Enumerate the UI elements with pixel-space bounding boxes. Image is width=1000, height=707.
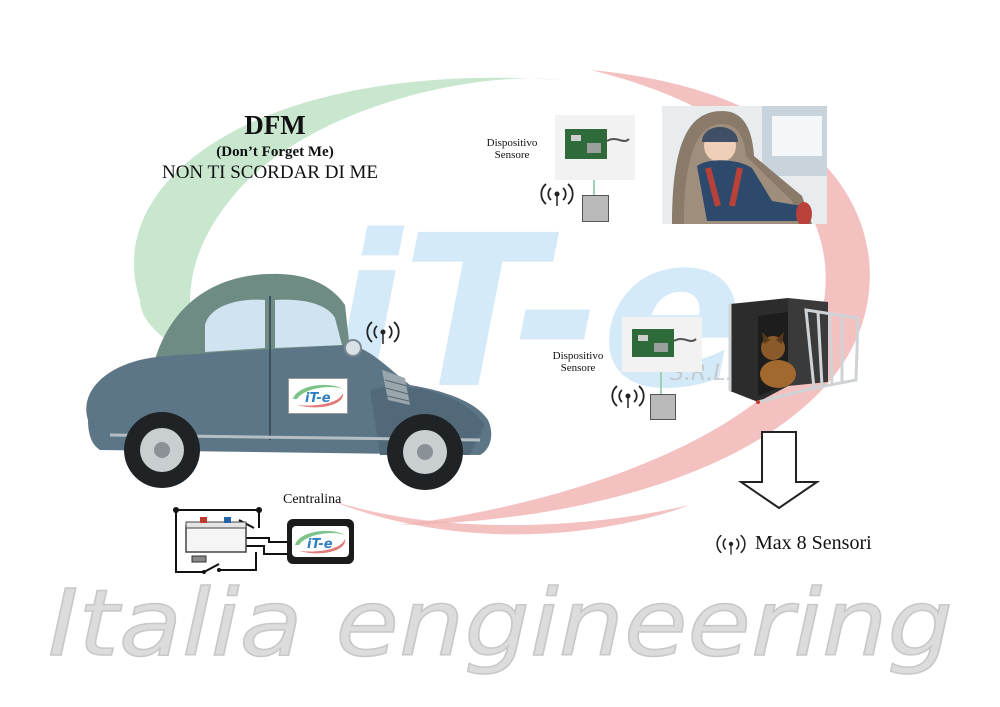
- car-window-front: [275, 299, 342, 348]
- sensor-1-label-line2: Sensore: [494, 149, 530, 161]
- dog-crate-photo: [728, 298, 860, 404]
- sensor-1-label: Dispositivo Sensore: [472, 137, 552, 161]
- car-window-rear: [205, 299, 265, 352]
- control-unit-label: Centralina: [283, 492, 342, 507]
- diagram-tagline: NON TI SCORDAR DI ME: [161, 162, 379, 183]
- child-seat-photo: [662, 106, 827, 224]
- max-sensors-label: Max 8 Sensori: [755, 532, 872, 554]
- control-unit-device: iT-e: [287, 519, 354, 564]
- red-arc-lower: [330, 500, 690, 535]
- sensor-1-pad: [582, 195, 609, 222]
- wireless-signal-icon: [366, 321, 400, 344]
- battery-icon: [185, 517, 247, 553]
- diagram-title: DFM: [244, 110, 306, 140]
- diagram-subtitle: (Don’t Forget Me): [216, 144, 334, 160]
- sensor-1-connector: [593, 180, 595, 196]
- sensor-2-device: [622, 317, 702, 372]
- sensor-2-pad: [650, 394, 676, 420]
- wiring-schematic: [173, 507, 289, 574]
- car-illustration: [86, 273, 492, 490]
- red-arc: [400, 70, 870, 525]
- down-arrow-icon: [738, 431, 820, 510]
- sensor-2-label-line2: Sensore: [560, 362, 596, 374]
- sensor-2-label: Dispositivo Sensore: [538, 350, 618, 374]
- ite-logo-icon: iT-e: [292, 526, 349, 557]
- green-arc: [133, 77, 561, 361]
- sensor-1-device: [555, 115, 635, 180]
- wireless-signal-icon: [716, 534, 746, 555]
- sensor-2-label-line1: Dispositivo: [552, 350, 604, 362]
- svg-text:iT-e: iT-e: [305, 391, 331, 406]
- car-door-badge: iT-e: [288, 378, 348, 414]
- svg-text:iT-e: iT-e: [307, 537, 333, 552]
- wireless-signal-icon: [611, 385, 645, 408]
- ite-logo-icon: iT-e: [293, 384, 344, 408]
- wireless-signal-icon: [540, 183, 574, 206]
- sensor-1-label-line1: Dispositivo: [486, 137, 538, 149]
- company-watermark: Italia engineering: [48, 570, 953, 677]
- sensor-2-connector: [660, 372, 662, 396]
